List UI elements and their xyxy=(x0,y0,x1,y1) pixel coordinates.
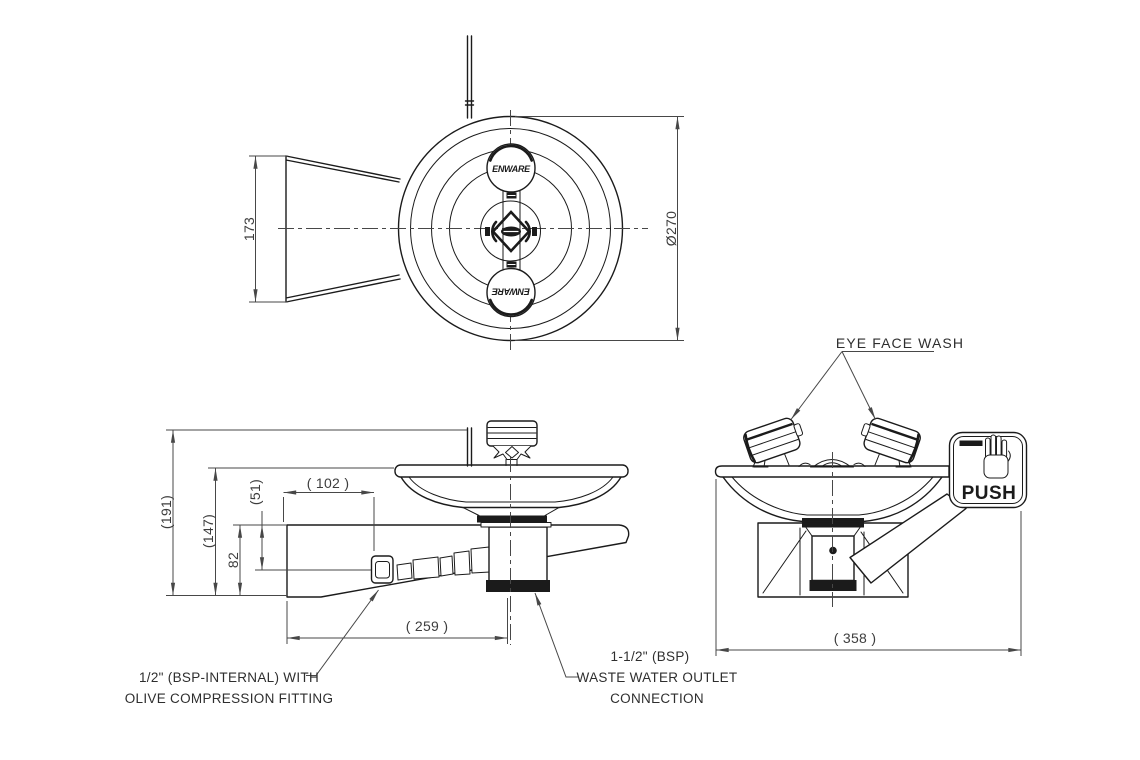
side-view: (191) (147) 82 (51) ( 102 ) ( 259 ) xyxy=(125,420,738,706)
spray-collar-star xyxy=(492,445,532,460)
valve-diamond xyxy=(491,210,531,253)
drain-neck xyxy=(805,527,861,537)
spray-head-left-lines xyxy=(747,431,799,457)
bowl-neck xyxy=(462,507,560,516)
bowl-rim-front xyxy=(714,465,950,478)
spray-assembly-side xyxy=(486,420,538,466)
spray-head-right-band xyxy=(871,422,920,442)
inlet-leader-line xyxy=(306,589,379,676)
inlet-label-line1: 1/2" (BSP-INTERNAL) WITH xyxy=(139,670,319,685)
waste-tailpipe-side xyxy=(488,526,548,582)
inlet-label-line2: OLIVE COMPRESSION FITTING xyxy=(125,691,334,706)
valve-wings xyxy=(491,220,531,243)
dim-147: (147) xyxy=(200,467,394,596)
spray-head-left-front xyxy=(743,417,804,468)
dim-51: (51) xyxy=(247,479,371,571)
dim-191-text: (191) xyxy=(158,495,174,529)
bowl-side-view xyxy=(394,464,629,528)
valve-tick-left xyxy=(485,227,490,236)
front-view: PUSH EYE FACE WASH ( 358 ) xyxy=(714,335,1028,656)
waste-thread-band-side xyxy=(486,580,550,592)
dim-191-extensions xyxy=(166,429,467,596)
bracket-front-outline xyxy=(757,522,909,598)
dim-259-text: ( 259 ) xyxy=(406,618,449,634)
spray-head-top: ENWARE xyxy=(486,143,536,193)
dim-358-extensions xyxy=(715,479,1022,656)
valve-tick-right xyxy=(532,227,537,236)
olive-compression-nut xyxy=(370,555,394,584)
dim-358: ( 358 ) xyxy=(715,479,1022,656)
top-view: ENWARE ENWARE 173 Ø270 xyxy=(241,35,684,350)
push-sign: PUSH xyxy=(948,431,1028,509)
brand-logo-top-head: ENWARE xyxy=(492,164,531,174)
brand-logo-bottom-head: ENWARE xyxy=(491,287,530,297)
spray-head-left-tab xyxy=(793,423,804,437)
spray-head-top-rim xyxy=(489,144,533,162)
spray-cap-bands xyxy=(487,427,537,439)
mounting-bracket-side xyxy=(286,524,630,598)
spray-stem xyxy=(505,459,518,466)
dim-82-text: 82 xyxy=(225,552,241,568)
dim-173: 173 xyxy=(241,155,288,303)
bowl-profile-inner xyxy=(408,476,614,503)
brand-bar-on-sign xyxy=(959,440,983,446)
dim-173-text: 173 xyxy=(241,217,257,241)
dim-358-text: ( 358 ) xyxy=(834,630,877,646)
clip-detail xyxy=(507,195,516,265)
supply-pipe-side xyxy=(466,427,473,467)
spray-head-bottom-body xyxy=(486,267,536,318)
eye-face-wash-text: EYE FACE WASH xyxy=(836,335,964,351)
spray-head-right-front xyxy=(860,417,921,468)
spray-head-left-band xyxy=(744,422,793,442)
eyewash-leader-right xyxy=(841,351,876,420)
dim-102-extensions xyxy=(283,497,375,551)
dim-102-text: ( 102 ) xyxy=(307,475,350,491)
inlet-fitting-assembly xyxy=(370,546,491,584)
label-eye-face-wash: EYE FACE WASH xyxy=(790,335,964,420)
dim-102: ( 102 ) xyxy=(283,475,375,551)
eyewash-leader-left xyxy=(790,351,843,420)
bowl-rim-side xyxy=(394,464,629,478)
waste-label-line2: WASTE WATER OUTLET xyxy=(577,670,738,685)
dim-259: ( 259 ) xyxy=(286,598,508,644)
label-waste-outlet: 1-1/2" (BSP) WASTE WATER OUTLET CONNECTI… xyxy=(534,592,738,706)
center-hub-circle xyxy=(480,200,541,262)
push-sign-text: PUSH xyxy=(962,483,1017,504)
waste-leader-line xyxy=(534,592,578,678)
dim-147-text: (147) xyxy=(200,514,216,548)
dim-51-text: (51) xyxy=(247,479,263,505)
dim-259-extensions xyxy=(286,598,508,644)
hand-palm xyxy=(983,454,1009,479)
push-sign-inner-border xyxy=(953,436,1023,504)
dim-270-text: Ø270 xyxy=(663,211,679,246)
hand-icon xyxy=(983,434,1011,479)
olive-nut-inner xyxy=(375,561,390,579)
bowl-gasket-band xyxy=(477,515,547,523)
spray-head-bottom-rim xyxy=(489,298,533,316)
dim-diameter-270: Ø270 xyxy=(515,116,684,341)
bowl-flange xyxy=(480,522,552,528)
waste-label-line1: 1-1/2" (BSP) xyxy=(611,649,690,664)
spray-head-right-lines xyxy=(865,431,917,457)
activation-valve xyxy=(485,210,537,253)
spray-head-right-tab xyxy=(860,423,871,437)
dim-270-extensions xyxy=(515,116,684,341)
dim-191: (191) xyxy=(158,429,467,596)
spray-head-top-body xyxy=(486,143,536,193)
label-inlet-fitting: 1/2" (BSP-INTERNAL) WITH OLIVE COMPRESSI… xyxy=(125,589,379,706)
supply-pipe-top-view xyxy=(464,35,475,119)
dim-82: 82 xyxy=(225,524,287,596)
fitting-train xyxy=(396,546,491,581)
waste-label-line3: CONNECTION xyxy=(610,691,704,706)
dim-51-extensions xyxy=(255,511,371,571)
spray-collar-core xyxy=(505,446,519,459)
spray-head-bottom: ENWARE xyxy=(486,267,536,318)
